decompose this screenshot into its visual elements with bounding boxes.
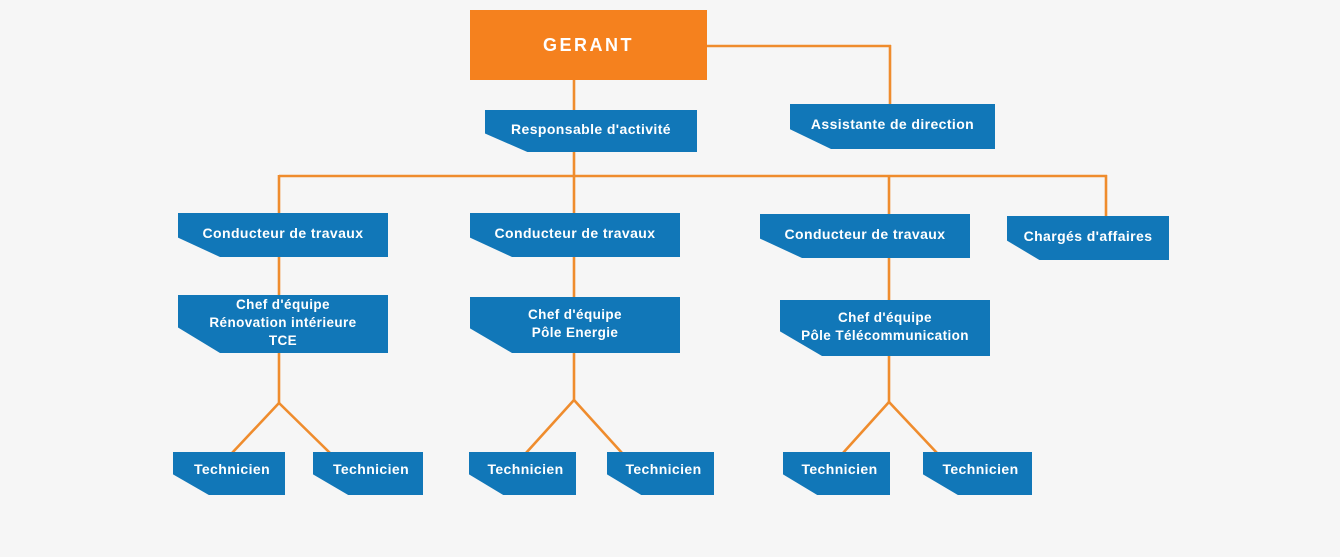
node-technicien-3a: Technicien [783,452,890,495]
node-technicien-1b: Technicien [313,452,423,495]
node-technicien-2a: Technicien [469,452,576,495]
node-responsable-activite: Responsable d'activité [485,110,697,152]
node-conducteur-travaux-2: Conducteur de travaux [470,213,680,257]
node-conducteur-travaux-1: Conducteur de travaux [178,213,388,257]
node-assistante-direction: Assistante de direction [790,104,995,149]
node-charges-affaires: Chargés d'affaires [1007,216,1169,260]
node-conducteur-travaux-3: Conducteur de travaux [760,214,970,258]
node-chef-equipe-energie: Chef d'équipe Pôle Energie [470,297,680,353]
node-technicien-1a: Technicien [173,452,285,495]
node-chef-equipe-telecommunication: Chef d'équipe Pôle Télécommunication [780,300,990,356]
node-technicien-3b: Technicien [923,452,1032,495]
node-gerant: GERANT [470,10,707,80]
node-technicien-2b: Technicien [607,452,714,495]
node-chef-equipe-renovation: Chef d'équipe Rénovation intérieure TCE [178,295,388,353]
